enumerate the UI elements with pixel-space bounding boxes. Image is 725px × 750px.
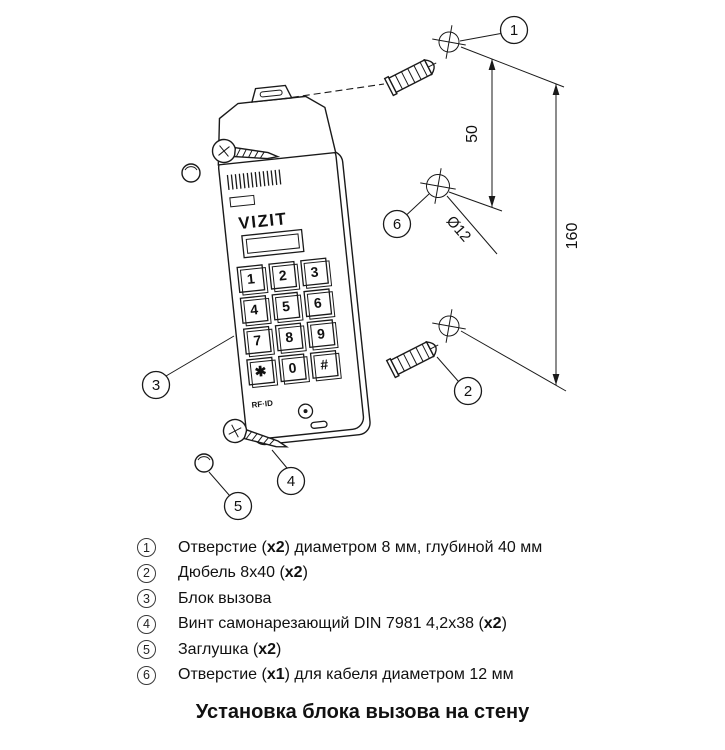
callout-2: 2 <box>436 356 483 406</box>
key-3: 3 <box>300 257 333 289</box>
svg-text:4: 4 <box>287 473 295 490</box>
drill-mark-middle <box>420 168 456 204</box>
display <box>241 228 305 259</box>
cap-bottom <box>194 453 214 473</box>
legend-number-badge: 6 <box>137 665 156 685</box>
callout-1: 1 <box>459 15 529 45</box>
key-star: ✱ <box>246 356 279 389</box>
keypad: 1 2 3 4 <box>236 257 342 389</box>
callout-4: 4 <box>271 449 306 496</box>
svg-text:3: 3 <box>152 377 160 394</box>
dashed-guide-line <box>280 83 385 100</box>
svg-text:8: 8 <box>284 329 294 346</box>
screw-bottom <box>222 418 289 448</box>
dimension-50: 50 <box>464 59 496 207</box>
reader-label: RF·ID <box>251 399 273 410</box>
dimension-160: 160 <box>552 84 581 385</box>
svg-text:1: 1 <box>246 270 256 287</box>
svg-text:1: 1 <box>510 22 518 39</box>
intercom-unit: VIZIT 1 2 <box>217 84 371 446</box>
legend-item-text: Винт самонарезающий DIN 7981 4,2х38 (х2) <box>178 615 507 632</box>
legend: 1 Отверстие (х2) диаметром 8 мм, глубино… <box>137 538 542 691</box>
dowel-top <box>383 58 437 97</box>
svg-text:50: 50 <box>464 125 481 143</box>
key-7: 7 <box>242 325 275 358</box>
legend-item: 2 Дюбель 8х40 (х2) <box>137 563 542 583</box>
svg-text:✱: ✱ <box>254 363 268 380</box>
svg-text:9: 9 <box>316 325 326 342</box>
callout-6: 6 <box>382 193 430 239</box>
svg-text:5: 5 <box>281 298 291 315</box>
svg-text:6: 6 <box>313 294 323 311</box>
legend-item: 1 Отверстие (х2) диаметром 8 мм, глубино… <box>137 538 542 557</box>
legend-item-text: Отверстие (х2) диаметром 8 мм, глубиной … <box>178 538 543 556</box>
key-4: 4 <box>239 294 272 327</box>
legend-number-badge: 2 <box>137 563 156 583</box>
bottom-slot <box>310 420 328 429</box>
svg-text:0: 0 <box>288 359 298 376</box>
unit-hood <box>217 95 337 166</box>
legend-item: 3 Блок вызова <box>137 589 542 608</box>
legend-item: 6 Отверстие (х1) для кабеля диаметром 12… <box>137 665 542 685</box>
key-5: 5 <box>271 291 304 324</box>
drill-mark-bottom <box>432 309 466 343</box>
drill-mark-top <box>432 25 466 59</box>
legend-number-badge: 1 <box>137 538 156 557</box>
svg-text:#: # <box>320 356 330 373</box>
key-6: 6 <box>303 288 336 320</box>
svg-text:5: 5 <box>234 498 242 515</box>
callout-3: 3 <box>141 335 235 400</box>
tab-slot <box>259 89 283 98</box>
dowel-bottom <box>385 340 439 379</box>
key-0: 0 <box>277 353 311 385</box>
key-8: 8 <box>274 322 307 354</box>
callout-5: 5 <box>208 471 253 521</box>
screw-top <box>211 138 281 164</box>
page-title: Установка блока вызова на стену <box>195 701 530 723</box>
legend-number-badge: 3 <box>137 589 156 608</box>
screw-head-cross <box>228 424 242 438</box>
key-9: 9 <box>306 319 339 351</box>
key-hash: # <box>309 349 342 382</box>
svg-text:160: 160 <box>564 223 581 250</box>
legend-item-text: Заглушка (х2) <box>178 640 282 658</box>
legend-number-badge: 5 <box>137 640 156 659</box>
svg-text:2: 2 <box>464 383 472 400</box>
svg-text:6: 6 <box>393 216 401 233</box>
svg-text:2: 2 <box>278 267 288 284</box>
diameter-label: Ø12 <box>443 195 498 255</box>
cap-top <box>181 163 201 183</box>
installation-diagram: VIZIT 1 2 <box>141 15 581 521</box>
svg-text:3: 3 <box>310 264 320 281</box>
extension-lines <box>448 46 567 392</box>
legend-item-text: Блок вызова <box>178 589 272 607</box>
label-window <box>229 194 256 208</box>
legend-item: 4 Винт самонарезающий DIN 7981 4,2х38 (х… <box>137 614 542 634</box>
screw-head-cross <box>218 145 230 157</box>
svg-text:4: 4 <box>249 301 259 318</box>
legend-number-badge: 4 <box>137 614 156 634</box>
mounting-tab <box>250 84 293 103</box>
svg-text:Ø12: Ø12 <box>443 213 474 246</box>
svg-text:7: 7 <box>253 332 263 349</box>
legend-item-text: Дюбель 8х40 (х2) <box>178 564 308 581</box>
key-2: 2 <box>268 260 301 293</box>
speaker-grille <box>226 169 282 190</box>
legend-item: 5 Заглушка (х2) <box>137 640 542 659</box>
speaker-hole <box>297 403 314 419</box>
key-1: 1 <box>236 264 269 296</box>
legend-item-text: Отверстие (х1) для кабеля диаметром 12 м… <box>178 666 514 683</box>
